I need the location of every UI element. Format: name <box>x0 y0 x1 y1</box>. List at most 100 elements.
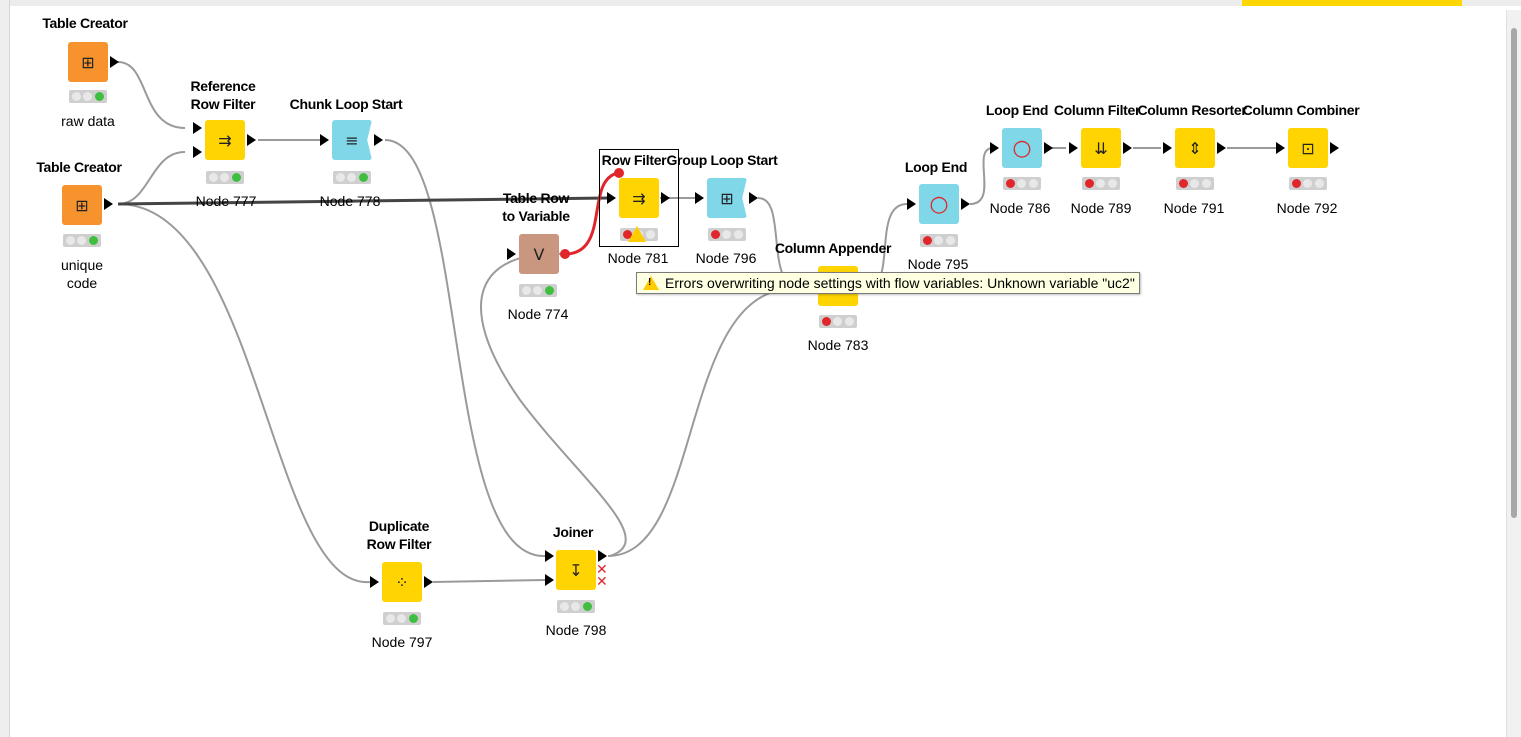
node-annotation: unique <box>60 257 104 273</box>
column-filter-icon[interactable]: ⇊ <box>1081 128 1121 168</box>
connection <box>117 203 371 584</box>
status-traffic-light <box>333 171 371 184</box>
connection <box>384 139 546 558</box>
warning-icon: ! <box>643 276 659 290</box>
node-title: Chunk Loop Start <box>289 96 403 112</box>
status-traffic-light <box>1176 177 1214 190</box>
node-annotation: Node 783 <box>807 337 869 353</box>
status-traffic-light <box>383 612 421 625</box>
output-port[interactable] <box>661 192 670 204</box>
output-port[interactable] <box>247 134 256 146</box>
status-traffic-light <box>557 600 595 613</box>
node-title: Group Loop Start <box>666 152 778 168</box>
tooltip-text: Errors overwriting node settings with fl… <box>665 275 1135 291</box>
workflow-canvas[interactable] <box>10 6 1506 737</box>
joiner-icon[interactable]: ↧ <box>556 550 596 590</box>
node-title: Joiner <box>552 524 594 540</box>
status-traffic-light <box>69 90 107 103</box>
node-annotation: Node 797 <box>371 634 433 650</box>
input-port[interactable] <box>1069 142 1078 154</box>
scrollbar-thumb[interactable] <box>1511 28 1517 518</box>
output-port[interactable] <box>1330 142 1339 154</box>
input-port[interactable] <box>320 134 329 146</box>
node-annotation: Node 796 <box>695 250 757 266</box>
loop-start-icon[interactable]: ≡ <box>332 120 372 160</box>
node-title-line2: to Variable <box>502 208 570 224</box>
output-port[interactable] <box>374 134 383 146</box>
reference-filter-icon[interactable]: ⇉ <box>205 120 245 160</box>
input-port[interactable] <box>507 248 516 260</box>
variable-connection-error <box>567 171 619 256</box>
vertical-scrollbar[interactable] <box>1506 10 1521 737</box>
status-traffic-light <box>519 284 557 297</box>
column-combiner-icon[interactable]: ⊡ <box>1288 128 1328 168</box>
input-port[interactable] <box>370 576 379 588</box>
node-annotation: Node 798 <box>545 622 607 638</box>
status-traffic-light <box>708 228 746 241</box>
connection <box>480 252 627 557</box>
output-port[interactable] <box>424 576 433 588</box>
connection <box>117 61 186 129</box>
output-port[interactable] <box>1123 142 1132 154</box>
node-annotation: Node 795 <box>907 256 969 272</box>
input-port[interactable] <box>545 550 554 562</box>
input-port[interactable] <box>545 574 554 586</box>
warning-icon[interactable] <box>628 226 646 242</box>
node-title: Column Resorter <box>1137 102 1247 118</box>
output-port[interactable] <box>961 198 970 210</box>
output-port[interactable] <box>110 56 119 68</box>
node-title: Column Filter <box>1053 102 1141 118</box>
active-tab-highlight[interactable] <box>1242 0 1462 6</box>
duplicate-filter-icon[interactable]: ⁘ <box>382 562 422 602</box>
output-port[interactable] <box>104 198 113 210</box>
node-annotation: raw data <box>61 113 115 129</box>
node-title: Column Appender <box>774 240 892 256</box>
editor-top-strip <box>10 0 1521 6</box>
node-title-line2: Row Filter <box>366 536 432 552</box>
row-filter-icon[interactable]: ⇉ <box>619 178 659 218</box>
input-port[interactable] <box>193 146 202 158</box>
input-port[interactable] <box>695 192 704 204</box>
input-port[interactable] <box>607 192 616 204</box>
loop-end-icon[interactable]: ○ <box>919 184 959 224</box>
output-port[interactable] <box>1044 142 1053 154</box>
connection <box>432 579 546 583</box>
table-add-icon[interactable]: ⊞ <box>62 185 102 225</box>
input-port[interactable] <box>907 198 916 210</box>
input-port[interactable] <box>990 142 999 154</box>
row-to-variable-icon[interactable]: V <box>519 234 559 274</box>
node-annotation: Node 786 <box>989 200 1051 216</box>
node-annotation: Node 789 <box>1070 200 1132 216</box>
connection <box>117 196 609 206</box>
connection <box>607 289 781 557</box>
table-add-icon[interactable]: ⊞ <box>68 42 108 82</box>
column-resorter-icon[interactable]: ⇕ <box>1175 128 1215 168</box>
connection <box>969 147 994 205</box>
status-traffic-light <box>1289 177 1327 190</box>
node-title: Duplicate <box>368 518 430 534</box>
input-port[interactable] <box>193 122 202 134</box>
status-traffic-light <box>1082 177 1120 190</box>
status-traffic-light <box>920 234 958 247</box>
node-title: Loop End <box>904 159 968 175</box>
inactive-port-icon: ✕ <box>596 574 608 590</box>
output-port[interactable] <box>749 192 758 204</box>
input-port[interactable] <box>1276 142 1285 154</box>
node-title: Column Combiner <box>1242 102 1360 118</box>
node-annotation: Node 777 <box>195 193 257 209</box>
node-annotation-line2: code <box>66 275 98 291</box>
output-port[interactable] <box>1217 142 1226 154</box>
output-port[interactable] <box>598 550 607 562</box>
node-title: Loop End <box>985 102 1049 118</box>
selection-frame <box>599 149 679 247</box>
node-title: Table Creator <box>42 15 128 31</box>
node-annotation: Node 781 <box>607 250 669 266</box>
status-traffic-light <box>63 234 101 247</box>
node-title: Reference <box>190 78 256 94</box>
node-annotation: Node 791 <box>1163 200 1225 216</box>
node-title: Row Filter <box>601 152 667 168</box>
loop-end-icon[interactable]: ○ <box>1002 128 1042 168</box>
input-port[interactable] <box>1163 142 1172 154</box>
group-loop-icon[interactable]: ⊞ <box>707 178 747 218</box>
